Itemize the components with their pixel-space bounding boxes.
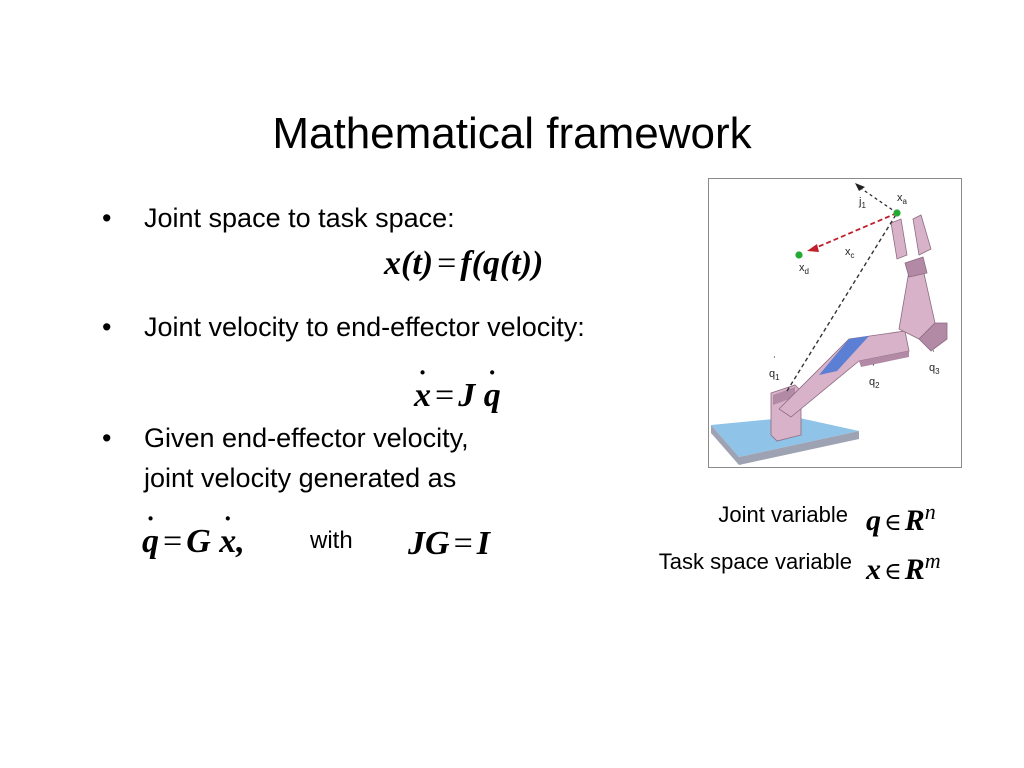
eq2-qdot: q — [484, 376, 501, 416]
gripper-finger-left — [890, 218, 908, 260]
bullet-marker: • — [102, 423, 112, 453]
jacobian-arrowhead — [855, 183, 865, 191]
eq3-xdot: x — [219, 522, 236, 562]
label-q2-dot: q2 — [869, 376, 880, 390]
joint-variable-definition: q∈Rn — [866, 494, 936, 541]
base-plate-side-left — [711, 425, 739, 465]
joint-variable-symbol: q — [866, 504, 881, 537]
q2-dot: ˙ — [872, 362, 876, 376]
joint-dimension: n — [924, 499, 936, 524]
q3-dot: ˙ — [932, 348, 936, 362]
upper-arm-blue-face — [819, 336, 869, 375]
elbow-joint — [918, 322, 948, 352]
label-xa: xa — [897, 192, 908, 206]
bullet-text: Joint space to task space: — [144, 203, 455, 233]
joint-variable-label: Joint variable — [718, 502, 848, 527]
bullet-text: Joint velocity to end-effector velocity: — [144, 312, 585, 342]
eq1-rhs: f(q(t)) — [460, 245, 544, 282]
real-set-symbol: R — [904, 553, 925, 586]
eq4-rhs: I — [476, 525, 490, 562]
eq2-xdot: x — [414, 376, 431, 416]
bullet-text-line2: joint velocity generated as — [144, 463, 457, 493]
slide-title: Mathematical framework — [272, 109, 752, 158]
label-q3-dot: q3 — [929, 362, 940, 376]
eq4-lhs: JG — [408, 525, 450, 562]
task-variable-label: Task space variable — [658, 549, 852, 574]
equation-identity: JG=I — [408, 524, 490, 564]
equation-forward-kinematics: x(t)=f(q(t)) — [384, 244, 543, 284]
upper-arm-shadow — [859, 351, 909, 367]
robot-arm-figure: j1 xa xc xd q1 ˙ q2 ˙ q3 ˙ — [708, 178, 962, 468]
forearm — [898, 268, 936, 340]
bullet-marker: • — [102, 203, 112, 233]
eq2-equals: = — [435, 377, 455, 414]
label-j1: j1 — [858, 196, 866, 210]
gripper-finger-right — [912, 214, 932, 256]
equation-inverse: q=G x, — [142, 522, 245, 562]
eq3-equals: = — [163, 523, 183, 560]
velocity-arrow — [812, 212, 898, 250]
label-q1-dot: q1 — [769, 368, 780, 382]
target-point — [795, 251, 803, 259]
eq4-equals: = — [453, 525, 473, 562]
task-variable-definition: x∈Rm — [866, 543, 941, 590]
eq1-equals: = — [437, 245, 457, 282]
velocity-arrowhead — [807, 244, 819, 252]
real-set-symbol: R — [904, 504, 925, 537]
jacobian-column-arrow — [858, 186, 898, 214]
with-label: with — [310, 527, 353, 554]
eq2-J: J — [458, 377, 476, 414]
end-effector-point — [893, 209, 901, 217]
bullet-marker: • — [102, 312, 112, 342]
eq3-qdot: q — [142, 522, 159, 562]
robot-arm-illustration: j1 xa xc xd q1 ˙ q2 ˙ q3 ˙ — [711, 183, 948, 465]
element-of-symbol: ∈ — [884, 510, 902, 536]
equation-jacobian: x=J q — [414, 376, 501, 416]
eq3-comma: , — [236, 523, 245, 560]
wrist — [904, 256, 928, 278]
pedestal-top — [773, 387, 795, 405]
q1-dot: ˙ — [773, 354, 777, 368]
label-xd: xd — [799, 262, 809, 276]
eq3-G: G — [186, 523, 211, 560]
eq1-lhs: x(t) — [384, 245, 434, 282]
task-dimension: m — [924, 548, 941, 573]
bullet-text-line1: Given end-effector velocity, — [144, 423, 469, 453]
task-variable-symbol: x — [866, 553, 881, 586]
base-plate-side-front — [739, 431, 859, 465]
upper-arm — [778, 330, 910, 418]
label-xc: xc — [845, 246, 855, 260]
element-of-symbol: ∈ — [884, 559, 902, 585]
